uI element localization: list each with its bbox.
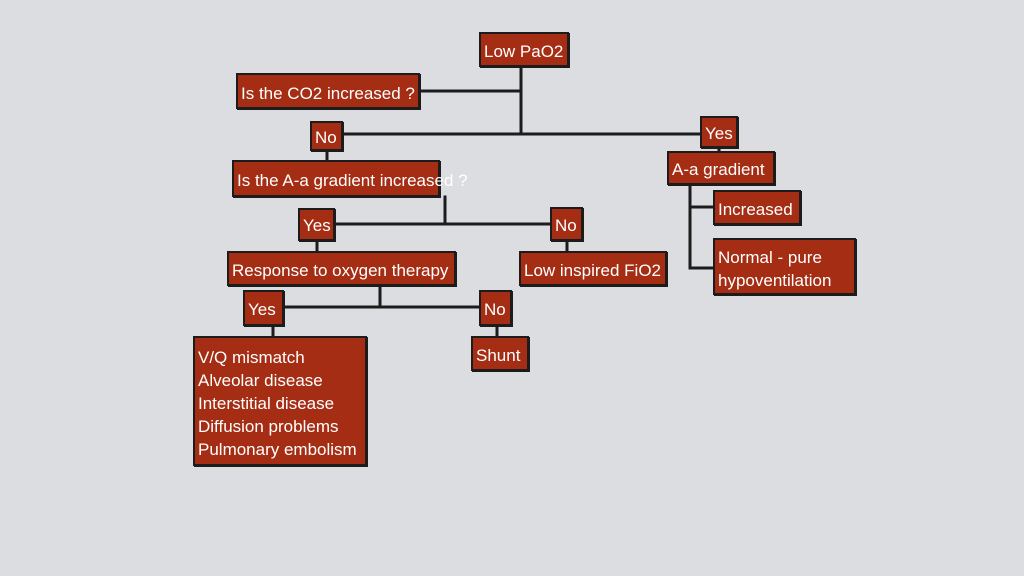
node-oxygen-response-label: Response to oxygen therapy [232, 261, 449, 280]
node-aa-yes-label: Yes [303, 216, 331, 235]
cause-list-item: Pulmonary embolism [198, 440, 357, 459]
node-shunt: Shunt [471, 336, 529, 371]
node-co2-no-label: No [315, 128, 337, 147]
node-oxygen-yes-label: Yes [248, 300, 276, 319]
node-oxygen-response-question: Response to oxygen therapy [227, 251, 456, 286]
node-shunt-label: Shunt [476, 346, 521, 365]
node-aa-question-label: Is the A-a gradient increased ? [237, 171, 468, 190]
node-low-fio2: Low inspired FiO2 [519, 251, 667, 286]
cause-list-item: Interstitial disease [198, 394, 335, 413]
node-co2-question-label: Is the CO2 increased ? [241, 84, 415, 103]
node-aa-yes: Yes [298, 208, 335, 241]
node-aa-question: Is the A-a gradient increased ? [232, 160, 468, 197]
node-increased: Increased [713, 190, 801, 225]
node-low-pao2: Low PaO2 [479, 32, 569, 67]
cause-list-item: Diffusion problems [198, 417, 339, 436]
cause-list-item: Alveolar disease [198, 371, 323, 390]
node-oxygen-yes: Yes [243, 290, 284, 326]
node-normal-line: Normal - pure [718, 248, 822, 267]
node-aa-no-label: No [555, 216, 577, 235]
node-aa-gradient: A-a gradient [667, 151, 775, 185]
node-co2-question: Is the CO2 increased ? [236, 73, 420, 109]
node-co2-yes-label: Yes [705, 124, 733, 143]
node-increased-label: Increased [718, 200, 793, 219]
node-aa-no: No [550, 207, 583, 241]
cause-list-item: V/Q mismatch [198, 348, 305, 367]
node-low-fio2-label: Low inspired FiO2 [524, 261, 662, 280]
node-aa-gradient-label: A-a gradient [672, 160, 765, 179]
node-oxygen-no-label: No [484, 300, 506, 319]
node-normal-line: hypoventilation [718, 271, 832, 290]
node-low-pao2-label: Low PaO2 [484, 42, 564, 61]
node-co2-yes: Yes [700, 116, 738, 148]
node-vq-causes: V/Q mismatch Alveolar disease Interstiti… [193, 336, 367, 466]
node-normal-hypoventilation: Normal - pure hypoventilation [713, 238, 856, 295]
node-co2-no: No [310, 121, 343, 151]
node-oxygen-no: No [479, 290, 512, 326]
